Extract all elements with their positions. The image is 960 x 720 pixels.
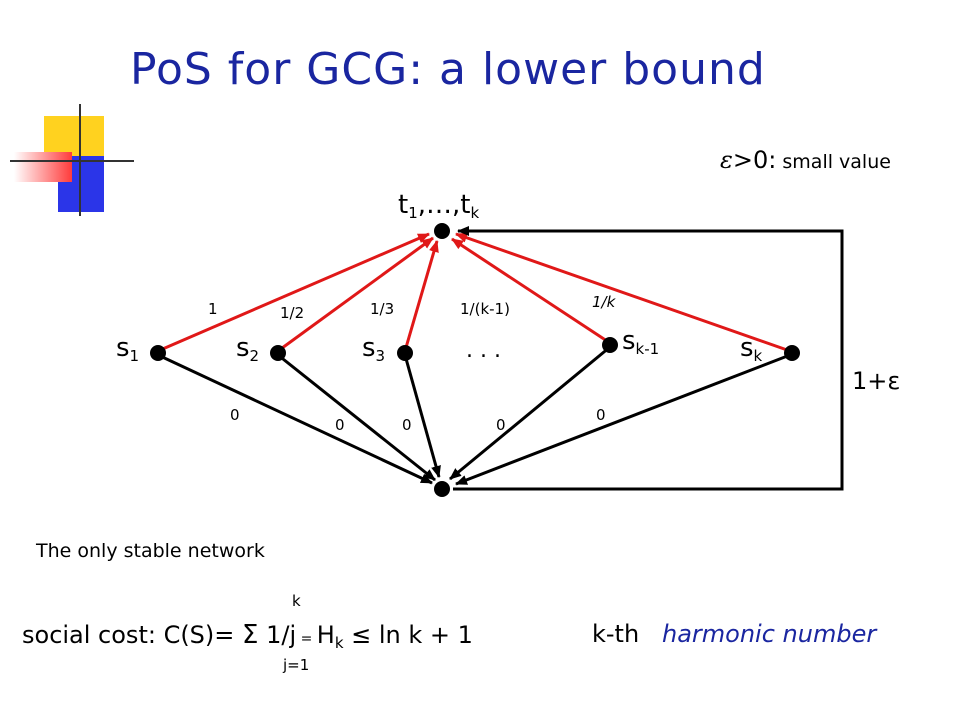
loop-edge-cost: 1+ε: [852, 367, 901, 395]
epsilon-symbol: ε: [720, 146, 733, 174]
deco-horizontal-line: [10, 160, 134, 162]
epsilon-condition: >0:: [732, 146, 777, 174]
source-s2-name: s: [236, 333, 250, 363]
edge-zero-sk-1: 0: [496, 416, 506, 434]
edge-zero-s3: 0: [402, 416, 412, 434]
source-s2-sub: 2: [249, 347, 260, 365]
edge-cost-s3: 1/3: [370, 300, 395, 318]
harmonic-h: H: [316, 621, 335, 649]
black-edge-sk-1: [449, 345, 611, 481]
sources-ellipsis: . . .: [466, 338, 501, 363]
source-s3-sub: 3: [375, 347, 386, 365]
kth-label: k-th: [592, 620, 640, 648]
edge-cost-s2: 1/2: [280, 304, 305, 322]
social-cost-formula: social cost: C(S)= Σ 1/j = Hk ≤ ln k + 1: [22, 620, 473, 652]
harmonic-h-sub: k: [334, 634, 344, 652]
node-s1: [150, 345, 166, 361]
red-edge-s1: [157, 232, 430, 353]
node-s3: [397, 345, 413, 361]
sum-upper-limit: k: [292, 592, 301, 610]
top-node-sub2: k: [470, 204, 480, 222]
formula-term: 1/j: [258, 621, 297, 649]
source-label-sk-1: sk-1: [622, 326, 659, 358]
black-edge-s2: [277, 353, 436, 482]
top-node-mid: ,…,t: [417, 190, 471, 220]
source-sk-1-sub: k-1: [635, 340, 660, 358]
edge-zero-s2: 0: [335, 416, 345, 434]
stable-network-caption: The only stable network: [36, 540, 265, 562]
red-edge-sk: [455, 232, 791, 353]
node-sk-1: [602, 337, 618, 353]
node-bottom: [434, 481, 450, 497]
deco-red-square: [14, 152, 72, 182]
harmonic-number-label: harmonic number: [662, 620, 877, 648]
edge-zero-s1: 0: [230, 406, 240, 424]
epsilon-description: small value: [776, 151, 891, 173]
source-label-s1: s1: [116, 333, 139, 365]
source-label-s2: s2: [236, 333, 259, 365]
node-top: [434, 223, 450, 239]
source-label-s3: s3: [362, 333, 385, 365]
top-node-t: t: [398, 190, 409, 220]
source-sk-name: s: [740, 333, 754, 363]
formula-le: ≤: [343, 621, 379, 649]
black-edge-s1: [157, 353, 433, 485]
red-edge-s2: [277, 236, 434, 353]
node-s2: [270, 345, 286, 361]
red-edge-s3: [403, 240, 439, 352]
source-s1-sub: 1: [129, 347, 140, 365]
sum-lower-limit: j=1: [283, 656, 310, 674]
edge-cost-sk: 1/k: [592, 293, 616, 311]
black-edge-sk: [455, 353, 791, 486]
black-edge-s3: [403, 354, 441, 478]
page-title: PoS for GCG: a lower bound: [130, 44, 766, 95]
top-node-sub1: 1: [408, 204, 418, 222]
edge-cost-s1: 1: [208, 300, 218, 318]
loop-edge: [453, 226, 844, 491]
formula-prefix: social cost: C(S)=: [22, 621, 235, 649]
source-s3-name: s: [362, 333, 376, 363]
sum-symbol: Σ: [242, 620, 259, 650]
edge-zero-sk: 0: [596, 406, 606, 424]
node-sk: [784, 345, 800, 361]
formula-bound: ln k + 1: [378, 621, 473, 649]
top-node-label: t1,…,tk: [398, 190, 479, 222]
source-sk-1-name: s: [622, 326, 636, 356]
source-label-sk: sk: [740, 333, 762, 365]
epsilon-note: ε>0: small value: [720, 146, 891, 174]
edge-cost-sk-1: 1/(k-1): [460, 300, 510, 318]
source-s1-name: s: [116, 333, 130, 363]
source-sk-sub: k: [753, 347, 763, 365]
formula-equals: =: [296, 631, 317, 647]
red-edge-sk-1: [451, 237, 611, 345]
